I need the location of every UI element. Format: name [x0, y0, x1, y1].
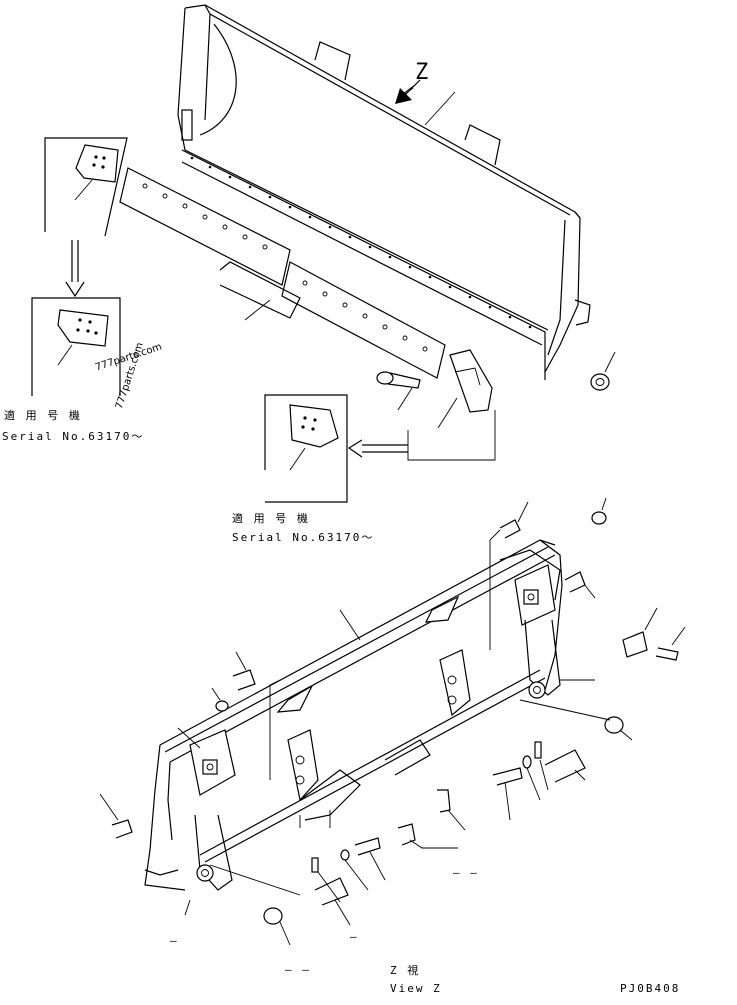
plate-right: [622, 607, 658, 658]
leader-nut: [604, 351, 616, 373]
dash-mark-b: –: [350, 930, 359, 943]
pin-left: [314, 877, 351, 926]
bolt-right-lower: [492, 767, 523, 821]
bolt-right: [655, 626, 686, 661]
grease-fitting-right: [564, 571, 596, 599]
leader-left-block: [177, 727, 201, 749]
inset-end-bit-new-left: [31, 297, 121, 396]
applicable-machine-right: 適 用 号 機: [232, 512, 310, 525]
down-arrow: [65, 240, 85, 298]
view-z-marker: Z: [415, 60, 429, 85]
plate-small-right: [534, 741, 549, 791]
leader-pin-left: [209, 864, 301, 896]
grease-fitting-center: [437, 789, 466, 831]
end-bit-right: [449, 349, 493, 413]
leader-center-a: [269, 679, 281, 780]
view-z-arrow: [395, 79, 421, 104]
edge-shim: [219, 261, 301, 319]
leader-left-arm: [184, 899, 191, 916]
serial-number-right: Serial No.63170～: [232, 531, 375, 544]
inset-bracket: [407, 410, 496, 461]
view-z-title-jp: Z 視: [390, 964, 421, 977]
bolt-left-lower: [354, 837, 386, 881]
leader-frame: [339, 609, 361, 641]
cap-left: [211, 687, 229, 712]
blade-assembly: [177, 4, 591, 380]
inset-end-bit-old: [44, 137, 128, 237]
grease-fitting-left: [99, 793, 133, 839]
grease-fitting-left-upper: [232, 651, 256, 691]
cutting-edge-left: [119, 167, 291, 286]
leader-bushing-right: [519, 699, 611, 721]
leader-center-b: [489, 529, 501, 650]
washer-right: [522, 755, 541, 801]
inset-end-bit-new-center: [264, 394, 348, 503]
serial-number-left: Serial No.63170～: [2, 430, 145, 443]
dash-mark-a: –: [170, 934, 179, 947]
leader-right-block: [539, 539, 561, 556]
dash-mark-c: – –: [285, 963, 311, 976]
drawing-code: PJ0B408: [620, 982, 681, 995]
bushing-right: [604, 716, 633, 741]
leader-shim: [244, 299, 271, 321]
plate-small-left: [311, 857, 341, 903]
grease-fitting-upper-right: [499, 501, 529, 539]
bushing-left: [263, 907, 291, 946]
leader-end-bit: [437, 397, 458, 429]
dash-mark-d: – –: [453, 866, 479, 879]
cap-upper-right: [591, 497, 607, 525]
view-z-title-en: View Z: [390, 982, 442, 995]
frame-assembly: [144, 539, 563, 891]
grease-fitting-center-left: [397, 823, 458, 849]
leader-blade: [424, 91, 456, 126]
left-arrow: [347, 439, 408, 458]
blade-bolt-holes: [190, 156, 532, 329]
pin-right: [544, 749, 586, 783]
applicable-machine-left: 適 用 号 機: [4, 409, 82, 422]
plow-bolt: [376, 371, 421, 389]
leader-bolt: [397, 387, 413, 411]
cutting-edge-right: [281, 261, 446, 379]
nut-right: [590, 373, 610, 391]
washer-left: [340, 849, 369, 891]
